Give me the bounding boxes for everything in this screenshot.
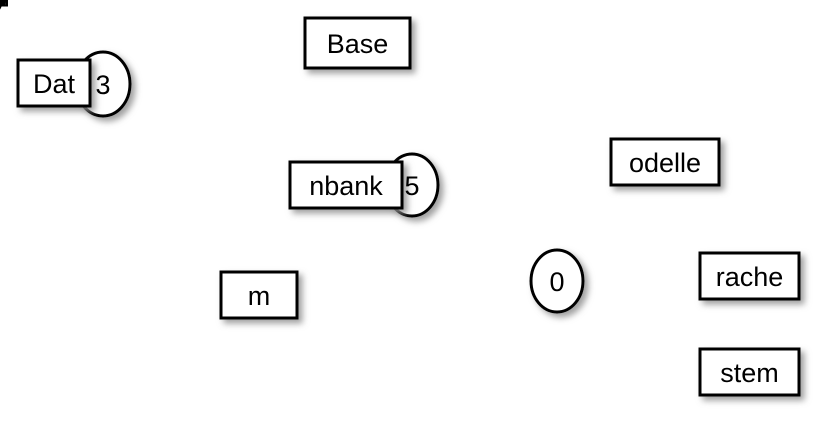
node-stem-rect[interactable] bbox=[698, 347, 801, 397]
node-n0-label: 0 bbox=[549, 267, 564, 297]
node-stem[interactable] bbox=[698, 347, 801, 397]
node-nbank-label: nbank bbox=[309, 171, 383, 201]
node-mbox-rect[interactable] bbox=[219, 270, 299, 320]
node-dat[interactable] bbox=[16, 58, 92, 108]
node-odelle-rect[interactable] bbox=[609, 137, 721, 187]
node-n3-label: 3 bbox=[95, 70, 110, 100]
node-base[interactable] bbox=[303, 16, 412, 70]
edge-a-label: a bbox=[0, 0, 6, 12]
edge-labels-layer: a e u m s p y bbox=[0, 0, 9, 12]
node-mbox-label: m bbox=[248, 281, 271, 311]
node-n5-label: 5 bbox=[404, 171, 419, 201]
edge-s-label: s bbox=[0, 0, 6, 12]
node-nbank[interactable] bbox=[288, 160, 404, 210]
node-rache-rect[interactable] bbox=[698, 251, 801, 301]
node-rache[interactable] bbox=[698, 251, 801, 301]
node-nbank-rect[interactable] bbox=[288, 160, 404, 210]
edge-m-label: m bbox=[0, 0, 9, 12]
node-n0[interactable] bbox=[529, 248, 585, 314]
node-base-label: Base bbox=[327, 29, 389, 59]
node-labels-layer: Dat 3 Base nbank 5 m odelle 0 rache stem bbox=[33, 29, 783, 388]
node-base-rect[interactable] bbox=[303, 16, 412, 70]
node-dat-label: Dat bbox=[33, 69, 76, 99]
edge-u-label: u bbox=[0, 0, 6, 12]
node-n0-ellipse[interactable] bbox=[529, 248, 585, 314]
node-mbox[interactable] bbox=[219, 270, 299, 320]
node-stem-label: stem bbox=[720, 358, 779, 388]
node-rache-label: rache bbox=[716, 262, 784, 292]
node-dat-rect[interactable] bbox=[16, 58, 92, 108]
edge-e-label: e bbox=[0, 0, 6, 12]
edge-y-label: y bbox=[0, 0, 6, 12]
node-odelle-label: odelle bbox=[629, 148, 701, 178]
node-odelle[interactable] bbox=[609, 137, 721, 187]
edge-p-label: p bbox=[0, 0, 6, 12]
